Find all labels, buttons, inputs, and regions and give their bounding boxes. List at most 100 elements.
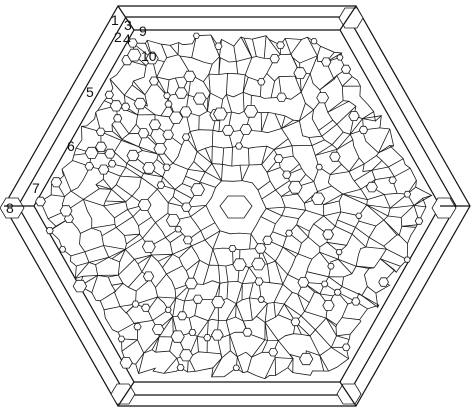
mesh-cell-wall	[188, 169, 206, 173]
mesh-node-cell	[104, 90, 114, 99]
corner-nodes	[0, 7, 457, 405]
mesh-node-cell	[184, 277, 198, 290]
mesh-node-cell	[113, 114, 123, 123]
mesh-cell-wall	[323, 200, 340, 206]
mesh-cell-wall	[212, 357, 223, 369]
mesh-cell-wall	[336, 105, 357, 125]
mesh-cell-wall	[297, 293, 310, 303]
mesh-cell-wall	[83, 199, 104, 207]
mesh-cell-wall	[217, 338, 223, 358]
mesh-cell-wall	[327, 100, 344, 113]
mesh-cell-wall	[109, 78, 125, 96]
mesh-cell-wall	[325, 317, 337, 328]
label-8: 8	[6, 200, 14, 216]
mesh-node-cell	[164, 306, 172, 313]
mesh-cell-wall	[384, 192, 398, 195]
mesh-cell-wall	[413, 197, 423, 206]
mesh-cell-wall	[226, 73, 228, 95]
mesh-node-cell	[327, 262, 335, 270]
mesh-cell-wall	[70, 190, 84, 200]
radial-spokes	[4, 5, 470, 407]
mesh-node-cell	[72, 279, 88, 293]
label-9: 9	[139, 23, 147, 39]
mesh-cell-wall	[101, 227, 117, 237]
mesh-node-cell	[388, 176, 397, 184]
mesh-cell-wall	[362, 115, 382, 119]
mesh-node-cell	[95, 127, 106, 137]
mesh-cell-wall	[317, 185, 332, 192]
mesh-node-cell	[156, 181, 166, 189]
mesh-cell-wall	[371, 166, 389, 171]
mesh-node-cell	[268, 347, 279, 357]
mesh-cell-wall	[76, 262, 90, 267]
mesh-node-cell	[84, 162, 95, 171]
mesh-cell-wall	[142, 222, 156, 239]
mesh-cell-wall	[103, 201, 126, 207]
mesh-cell-wall	[242, 77, 249, 93]
mesh-node-cell	[107, 160, 117, 168]
mesh-cell-wall	[273, 284, 284, 303]
mesh-cell-wall	[401, 225, 416, 228]
mesh-cell-wall	[383, 219, 398, 236]
mesh-cell-wall	[119, 249, 126, 263]
mesh-cell-wall	[358, 220, 377, 227]
mesh-node-cell	[127, 48, 142, 62]
mesh-cell-wall	[355, 226, 370, 238]
mesh-cell-wall	[202, 265, 210, 285]
mesh-cell-wall	[115, 216, 134, 228]
mesh-cell-wall	[138, 353, 145, 374]
mesh-cell-wall	[218, 57, 221, 75]
mesh-cell-wall	[367, 286, 377, 294]
mesh-node-cell	[232, 258, 247, 271]
mesh-node-cell	[119, 357, 133, 369]
mesh-cell-wall	[115, 184, 133, 197]
mesh-node-cell	[269, 54, 280, 64]
mesh-cell-wall	[189, 131, 198, 152]
mesh-node-cell	[315, 163, 323, 171]
mesh-cell-wall	[235, 303, 237, 318]
mesh-cell-wall	[199, 181, 216, 188]
mesh-node-cell	[133, 97, 147, 110]
mesh-cell-wall	[174, 189, 193, 199]
mesh-node-cell	[290, 317, 301, 327]
mesh-cell-wall	[172, 245, 192, 255]
mesh-cell-wall	[261, 149, 275, 165]
mesh-node-cell	[378, 277, 389, 287]
mesh-cell-wall	[226, 281, 229, 299]
mesh-cell-wall	[266, 206, 286, 209]
mesh-cell-wall	[281, 120, 300, 129]
mesh-cell-wall	[200, 222, 216, 232]
mesh-cell-wall	[371, 160, 383, 171]
mesh-node-cell	[329, 151, 341, 162]
mesh-cell-wall	[282, 283, 293, 293]
mesh-node-cell	[162, 129, 174, 140]
mesh-cell-wall	[218, 265, 221, 284]
mesh-cell-wall	[185, 175, 201, 183]
mesh-node-cell	[97, 164, 110, 175]
mesh-cell-wall	[95, 184, 112, 190]
mesh-cell-wall	[367, 194, 385, 200]
mesh-cell-wall	[100, 291, 115, 302]
mesh-cell-wall	[80, 227, 92, 234]
mesh-node-cell	[210, 329, 224, 341]
mesh-cell-wall	[331, 131, 344, 145]
mesh-node-cell	[192, 294, 203, 304]
mesh-cell-wall	[112, 130, 123, 140]
mesh-cell-wall	[319, 251, 339, 260]
mesh-cell-wall	[99, 188, 112, 190]
mesh-cell-wall	[134, 254, 152, 260]
mesh-cell-wall	[388, 158, 404, 168]
mesh-node-cell	[137, 128, 150, 139]
mesh-cell-wall	[131, 84, 146, 96]
center-cell	[219, 195, 253, 219]
mesh-node-cell	[104, 148, 116, 159]
mesh-node-cell	[127, 38, 138, 48]
mesh-cell-wall	[275, 180, 290, 191]
mesh-cell-wall	[275, 260, 284, 285]
mesh-cell-wall	[162, 254, 173, 268]
mesh-cell-wall	[141, 254, 152, 273]
mesh-cell-wall	[208, 74, 211, 94]
mesh-cell-wall	[299, 109, 314, 122]
mesh-cell-wall	[351, 233, 367, 248]
mesh-cell-wall	[348, 163, 365, 172]
